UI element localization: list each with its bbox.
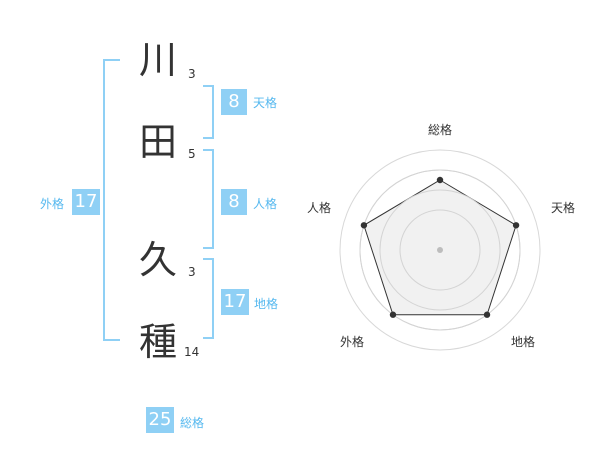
radar-axis-label-4: 外格 [340,335,365,349]
stroke-count-1: 3 [188,67,196,81]
name-char-3: 久 [138,238,177,282]
stroke-count-4: 14 [184,345,200,359]
jinkaku-bracket [203,149,214,249]
radar-point-2 [512,222,520,229]
chikaku-bracket [203,258,214,339]
soukaku-label: 総格 [180,416,205,430]
name-char-2: 田 [138,120,177,164]
radar-axis-label-1: 総格 [428,123,453,137]
jinkaku-value: 8 [221,189,247,215]
radar-point-4 [389,311,397,318]
radar-axis-label-2: 天格 [551,201,576,215]
jinkaku-label: 人格 [253,197,278,211]
radar-ring-overlay [379,189,501,311]
stroke-count-3: 3 [188,265,196,279]
radar-center [437,247,443,253]
radar-ring [339,149,541,351]
tenkaku-value: 8 [221,89,247,115]
gaikaku-value: 17 [72,189,100,215]
tenkaku-label: 天格 [253,96,278,110]
radar-ring-overlay [359,169,521,331]
radar-point-5 [360,222,368,229]
tenkaku-bracket [203,85,214,139]
name-char-1: 川 [138,38,177,82]
radar-point-1 [436,176,444,184]
chikaku-value: 17 [221,289,249,315]
chikaku-label: 地格 [254,297,279,311]
radar-axis-label-3: 地格 [511,335,536,349]
name-char-4: 種 [138,320,177,364]
radar-point-3 [483,311,491,318]
radar-axis-label-5: 人格 [307,201,332,215]
soukaku-value: 25 [146,407,174,433]
gaikaku-bracket [103,59,120,341]
radar-ring-overlay [399,209,481,291]
gaikaku-label: 外格 [40,197,65,211]
stroke-count-2: 5 [188,147,196,161]
